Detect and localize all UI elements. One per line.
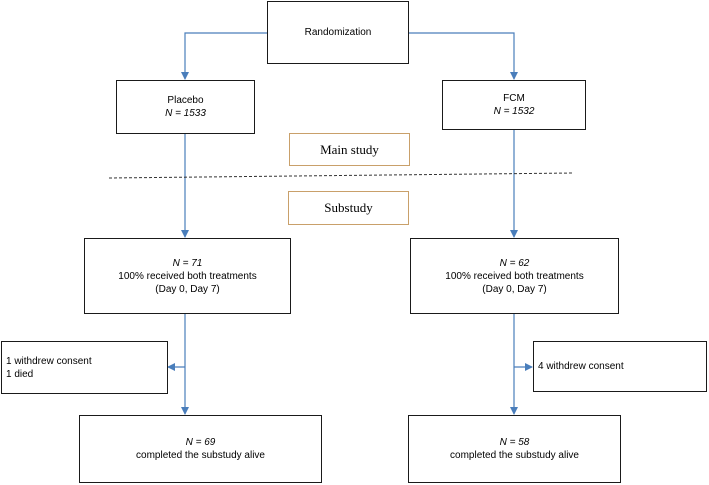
placebo-arm-total-n: N = 1533 — [165, 108, 206, 119]
arrow-randomization-to-placebo — [181, 32, 267, 80]
placebo-arm-name: Placebo — [167, 95, 204, 106]
arrow-randomization-to-fcm — [409, 32, 518, 80]
fcm-arm-box: FCM N = 1532 — [442, 80, 586, 130]
fcm-completed-n: N = 58 — [499, 437, 530, 448]
main-substudy-divider — [108, 172, 574, 179]
fcm-exclusion-item: 4 withdrew consent — [538, 361, 624, 372]
placebo-completed-n: N = 69 — [185, 437, 216, 448]
fcm-arm-total-n: N = 1532 — [493, 106, 535, 117]
placebo-received-text: 100% received both treatments — [118, 270, 257, 282]
substudy-label: Substudy — [288, 191, 409, 225]
placebo-substudy-box: N = 71 100% received both treatments (Da… — [84, 238, 291, 314]
fcm-completed-label: completed the substudy alive — [450, 450, 579, 461]
main-study-label: Main study — [289, 133, 410, 166]
fcm-arm-name: FCM — [503, 93, 525, 104]
placebo-arm-box: Placebo N = 1533 — [116, 80, 255, 134]
placebo-exclusion-item: 1 withdrew consent — [6, 355, 92, 367]
placebo-completed-label: completed the substudy alive — [136, 450, 265, 461]
placebo-days-text: (Day 0, Day 7) — [155, 283, 220, 295]
randomization-label: Randomization — [304, 27, 372, 38]
fcm-exclusion-box: 4 withdrew consent — [533, 341, 707, 392]
placebo-exclusion-item: 1 died — [6, 368, 34, 380]
fcm-days-text: (Day 0, Day 7) — [482, 283, 547, 295]
fcm-received-text: 100% received both treatments — [445, 270, 584, 282]
placebo-exclusion-box: 1 withdrew consent 1 died — [1, 341, 168, 394]
randomization-box: Randomization — [267, 1, 409, 64]
fcm-substudy-n: N = 62 — [499, 257, 530, 269]
placebo-substudy-n: N = 71 — [172, 257, 203, 269]
fcm-completed-box: N = 58 completed the substudy alive — [408, 415, 621, 483]
fcm-substudy-box: N = 62 100% received both treatments (Da… — [410, 238, 619, 314]
placebo-completed-box: N = 69 completed the substudy alive — [79, 415, 322, 483]
